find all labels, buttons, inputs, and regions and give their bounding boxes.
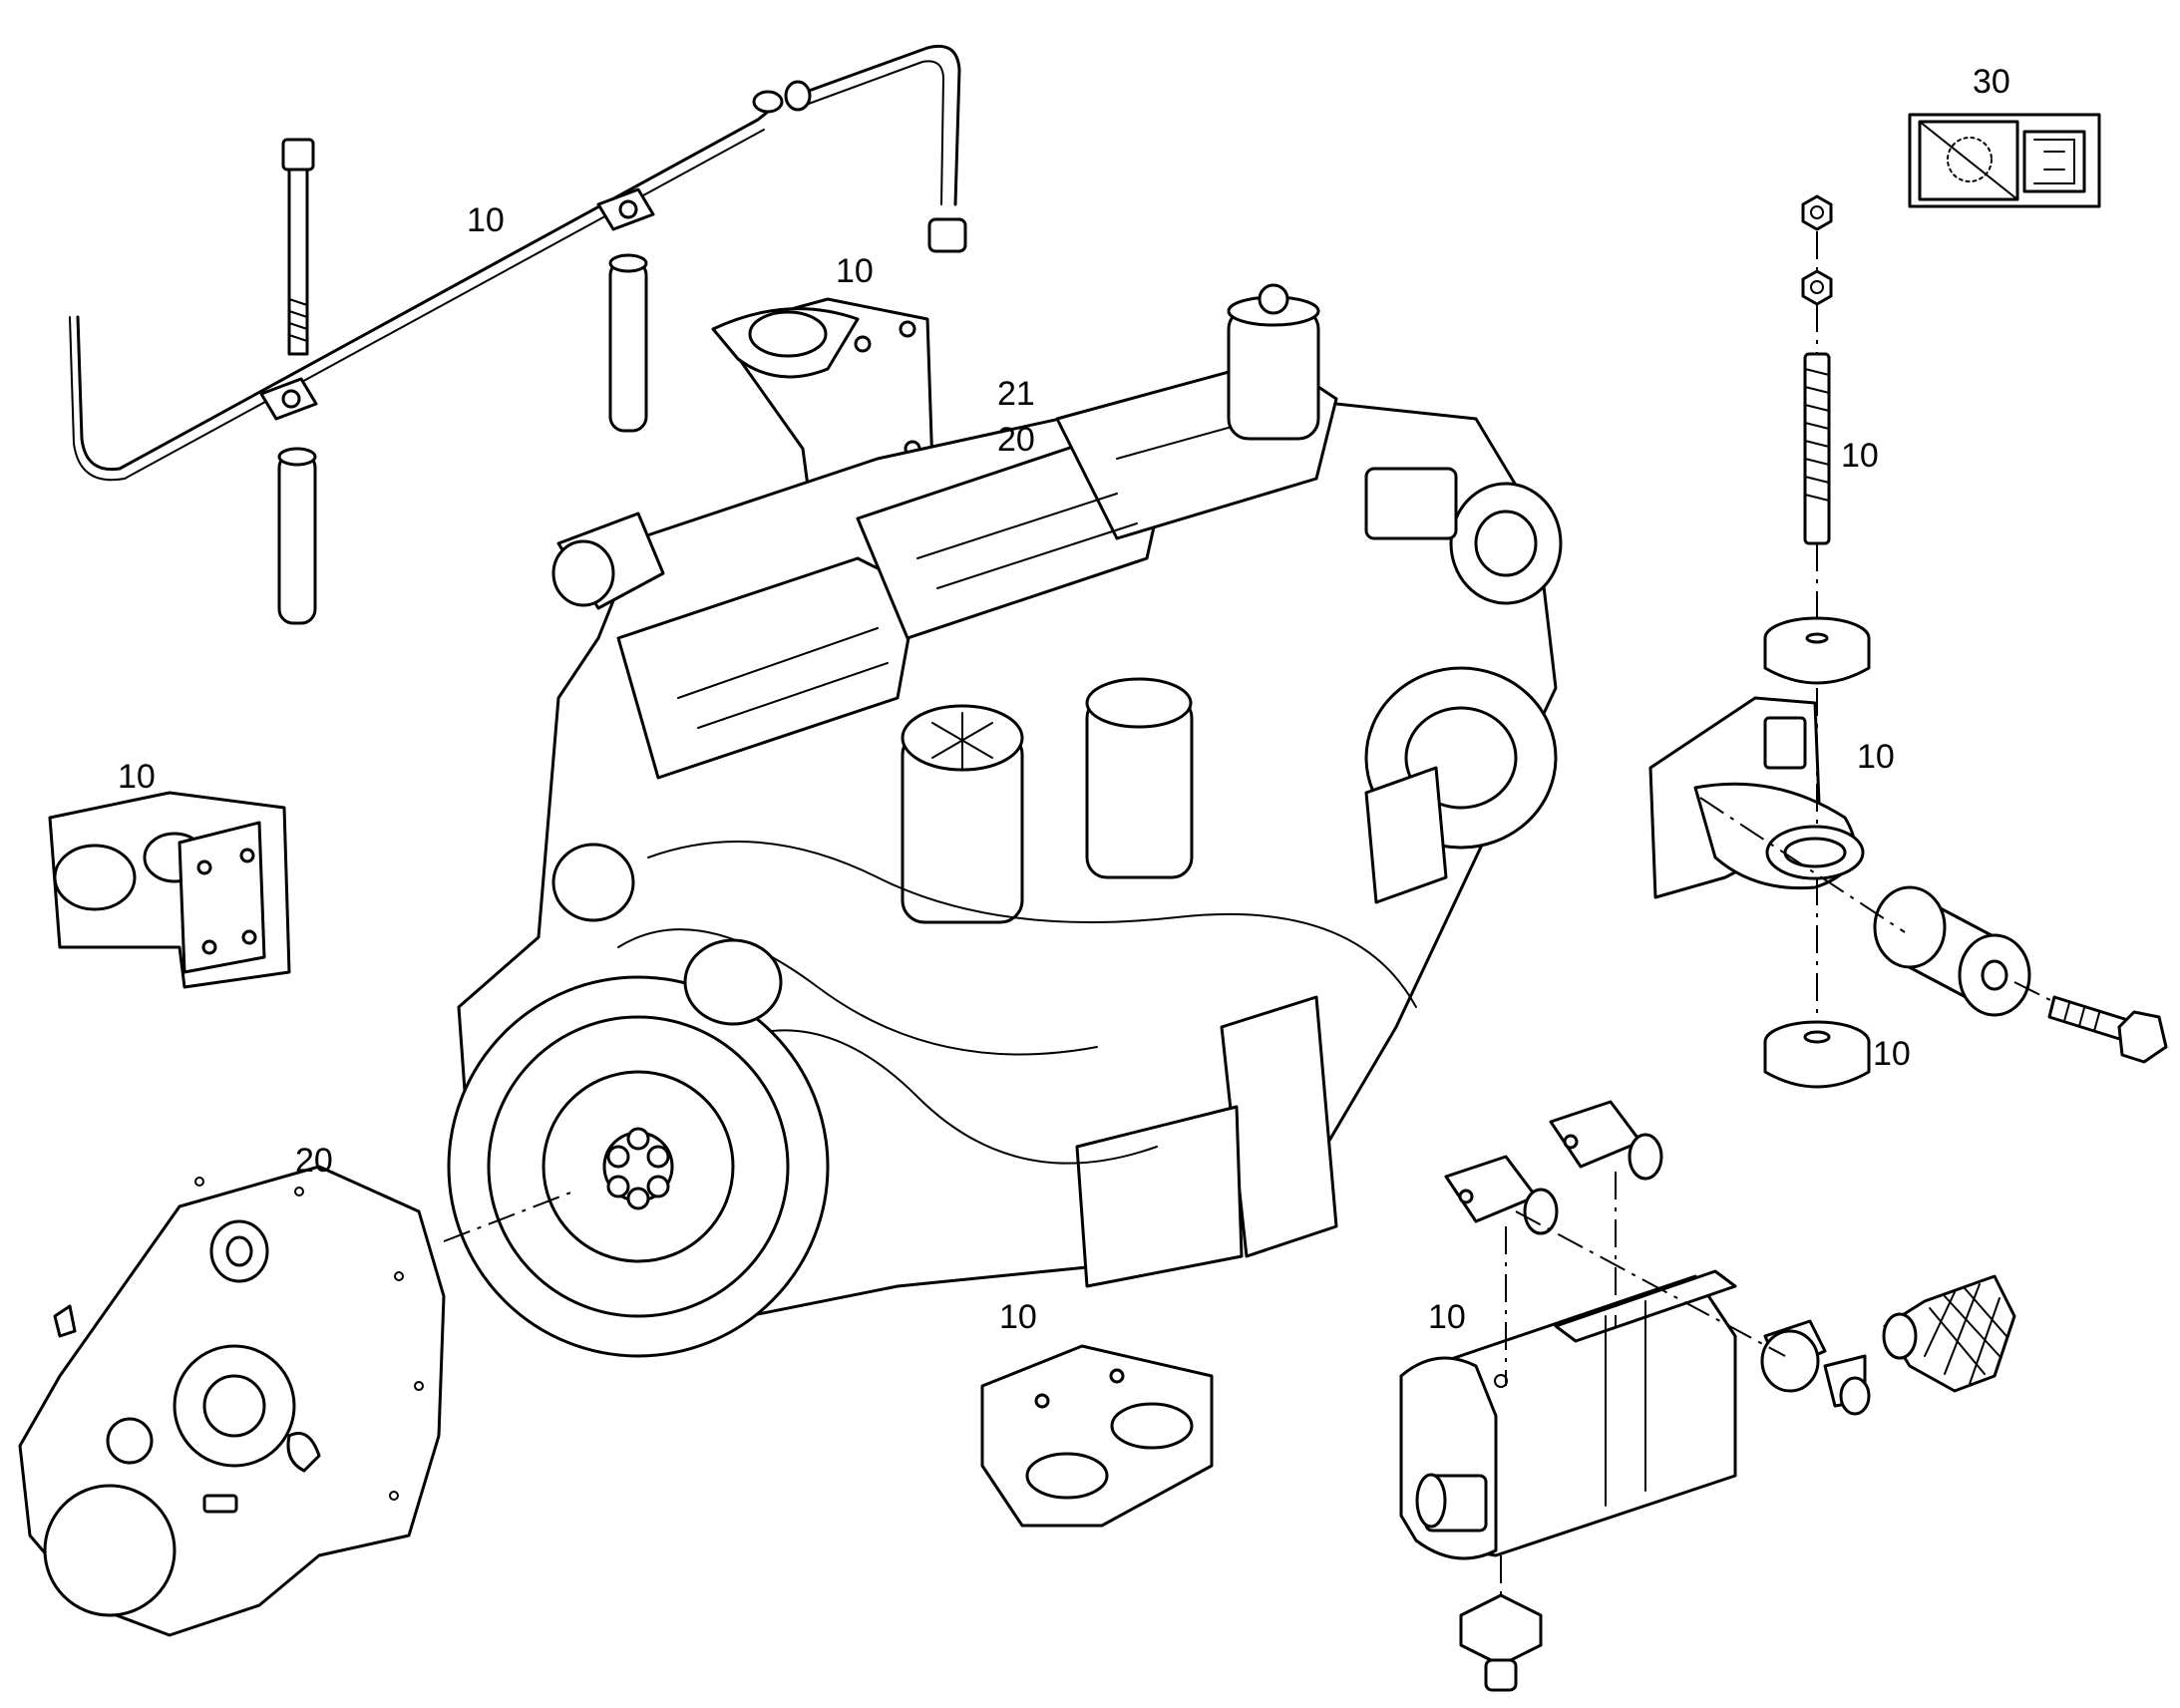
pump-elbow-fitting-right xyxy=(1549,1100,1663,1181)
callout-stud-10: 10 xyxy=(1841,437,1879,475)
long-bolt xyxy=(281,138,315,356)
rubber-washer-lower xyxy=(1763,1020,1871,1089)
engine-assembly xyxy=(447,283,1563,1358)
mounting-bolt xyxy=(2047,995,2168,1064)
callout-hose-10: 10 xyxy=(467,201,505,239)
callout-labels: 10 10 21 20 30 10 10 10 10 20 10 10 xyxy=(118,63,2010,1336)
breather-pipe xyxy=(69,44,967,482)
engine-mount-right xyxy=(1648,696,1865,899)
callout-bracket-bottom-10: 10 xyxy=(999,1298,1037,1336)
banjo-fitting xyxy=(1760,1319,1871,1416)
callout-bushing-10: 10 xyxy=(1873,1035,1911,1073)
callout-bracket-top-10: 10 xyxy=(836,252,874,290)
alignment-lines xyxy=(443,231,2055,1595)
engine-bracket-left xyxy=(48,791,291,989)
rubber-bushing xyxy=(1873,885,2031,1017)
info-label-plate xyxy=(1908,113,2101,208)
callout-flywheel-housing-20: 20 xyxy=(295,1142,333,1180)
spacer-sleeve-lower xyxy=(277,447,317,625)
callout-mount-right-10: 10 xyxy=(1857,738,1895,776)
hose-end-fitting xyxy=(1882,1274,2016,1393)
pump-elbow-fitting-left xyxy=(1444,1155,1559,1235)
callout-engine-21: 21 xyxy=(997,375,1035,413)
spacer-sleeve-upper xyxy=(608,253,648,433)
rubber-washer-upper xyxy=(1763,616,1871,685)
callout-pump-10: 10 xyxy=(1428,1298,1466,1336)
hydraulic-pump xyxy=(1399,1269,1737,1560)
callout-label-30: 30 xyxy=(1973,63,2010,101)
pump-flange-cover xyxy=(1459,1593,1543,1692)
callout-engine-20: 20 xyxy=(997,421,1035,459)
stud-and-nuts xyxy=(1801,194,1833,545)
flywheel-housing xyxy=(18,1165,446,1637)
engine-bracket-bottom xyxy=(980,1344,1214,1528)
callout-bracket-left-10: 10 xyxy=(118,758,156,796)
